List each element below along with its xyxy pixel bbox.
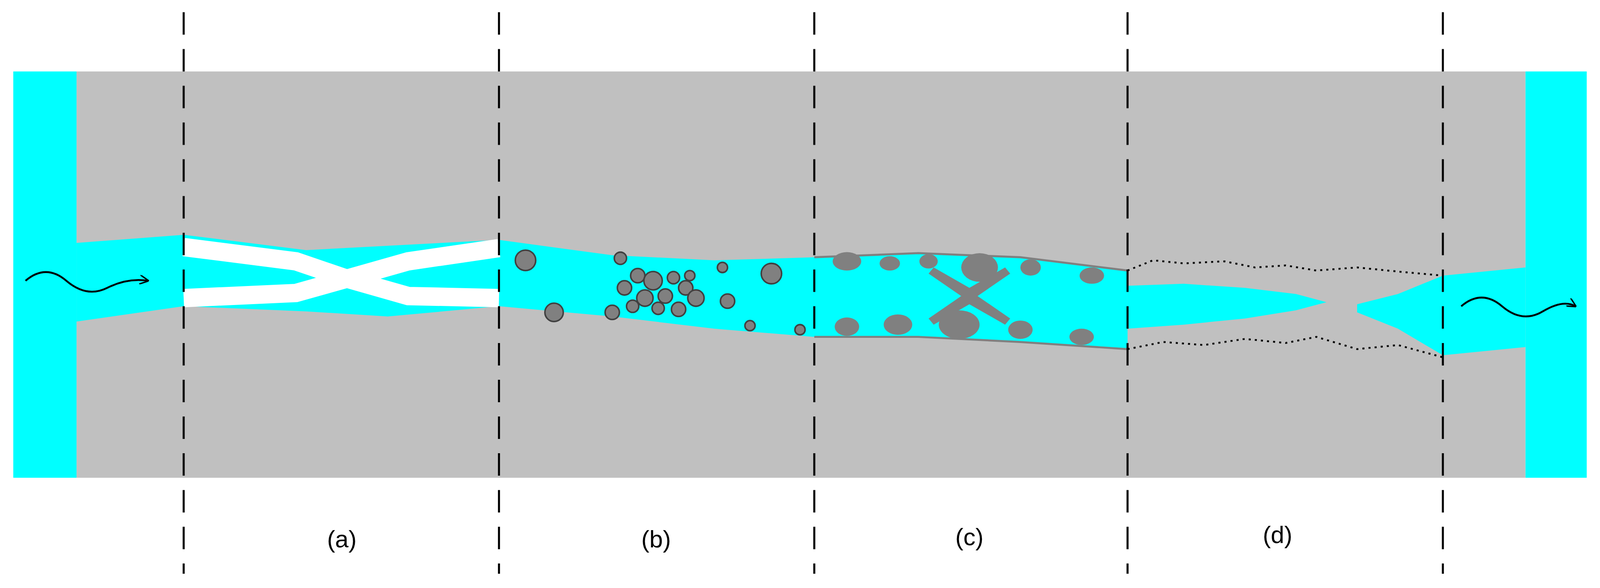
deposit	[834, 317, 860, 337]
narrowed-channel	[1127, 283, 1327, 329]
divider-line	[182, 12, 185, 574]
outlet-reservoir	[1525, 71, 1588, 478]
fracture-channel	[76, 234, 1128, 350]
particle	[671, 302, 686, 317]
divider-line	[813, 12, 816, 574]
particle	[626, 300, 639, 313]
particle	[630, 268, 645, 283]
narrowed-channel	[1357, 267, 1526, 356]
deposit	[1020, 259, 1041, 276]
deposit	[919, 254, 938, 269]
channel-wall	[814, 253, 1128, 350]
deposit	[1069, 328, 1094, 346]
particle	[684, 270, 695, 281]
divider-line	[497, 12, 501, 574]
rock-matrix	[76, 71, 1526, 478]
particle	[636, 290, 654, 307]
particle	[515, 250, 536, 271]
deposit	[1008, 320, 1033, 340]
deposit	[883, 314, 913, 335]
particle	[761, 263, 782, 284]
deposit	[879, 256, 900, 271]
particle	[687, 290, 705, 307]
particle	[667, 271, 680, 284]
section-dividers	[183, 12, 1443, 574]
particle	[745, 320, 756, 332]
section-label: (d)	[1260, 519, 1295, 550]
inlet-reservoir	[13, 71, 77, 478]
particle	[617, 280, 632, 296]
dotted-wall	[1127, 337, 1444, 358]
particle	[545, 303, 564, 322]
particles	[515, 250, 806, 335]
section-label: (c)	[952, 521, 986, 552]
particle	[658, 289, 673, 304]
flow-arrow	[1461, 297, 1576, 317]
particle	[643, 271, 663, 291]
deposit-bridge	[928, 267, 1011, 325]
particle	[652, 302, 665, 315]
divider-line	[1126, 12, 1129, 574]
dotted-wall	[1127, 260, 1444, 276]
section-label: (b)	[638, 523, 674, 554]
flow-arrow	[25, 272, 148, 292]
white-band	[183, 247, 500, 299]
particle	[720, 294, 735, 309]
particle	[614, 252, 627, 265]
section-label: (a)	[324, 523, 360, 554]
particle	[794, 324, 806, 335]
particle	[717, 262, 728, 273]
particle	[605, 305, 620, 320]
deposits	[832, 252, 1105, 346]
deposit	[1079, 267, 1105, 284]
divider-line	[1441, 12, 1444, 574]
white-band	[183, 248, 500, 299]
